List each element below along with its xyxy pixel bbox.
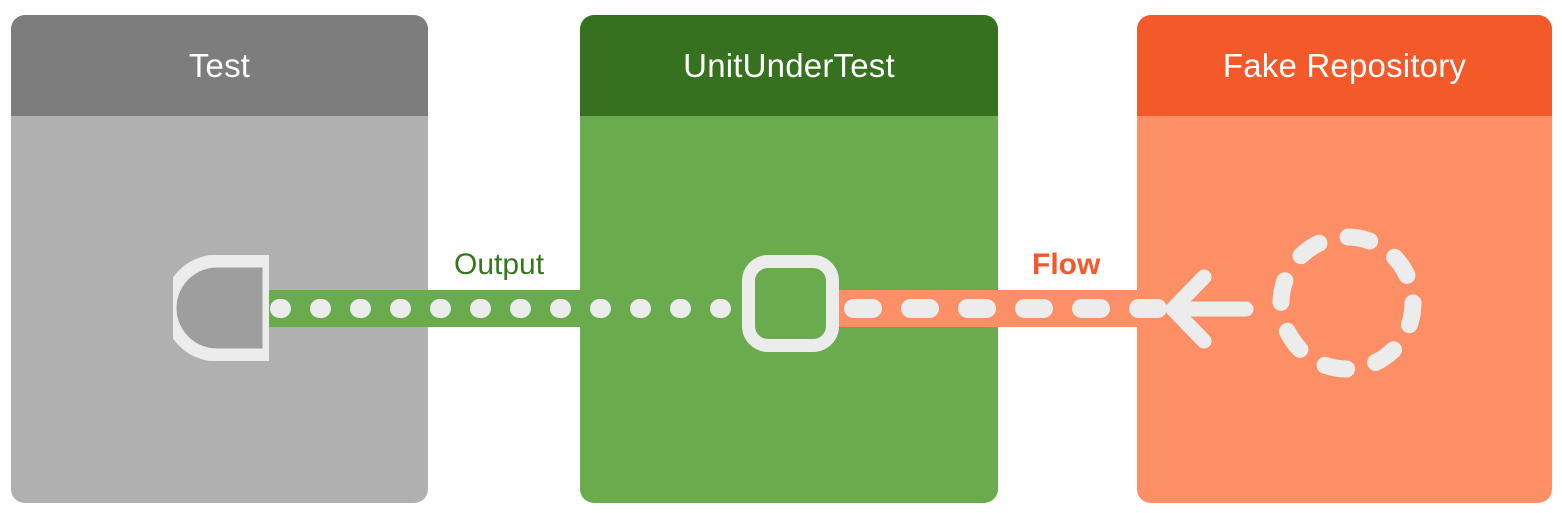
dash-segment <box>1129 299 1167 318</box>
dash-segment <box>1072 299 1110 318</box>
panel-fake-repository[interactable]: Fake Repository <box>1137 15 1552 503</box>
dash-dot <box>310 299 331 318</box>
connection-flow-bar <box>838 290 1198 327</box>
dash-dot <box>550 299 571 318</box>
socket-port-icon[interactable] <box>173 255 269 361</box>
dash-dot <box>670 299 691 318</box>
dash-dot <box>390 299 411 318</box>
dash-segment <box>1015 299 1053 318</box>
dash-segment <box>958 299 996 318</box>
square-port-icon[interactable] <box>742 255 839 352</box>
dash-segment <box>844 299 882 318</box>
panel-unit-under-test-header: UnitUnderTest <box>580 15 998 116</box>
panel-fake-repository-header: Fake Repository <box>1137 15 1552 116</box>
dash-dot <box>470 299 491 318</box>
dash-dot <box>350 299 371 318</box>
dash-dot <box>430 299 451 318</box>
panel-test-header: Test <box>11 15 428 116</box>
arrow-left-icon <box>1165 269 1254 349</box>
panel-unit-under-test-title: UnitUnderTest <box>683 47 895 84</box>
dash-segment <box>901 299 939 318</box>
dashed-circle-port-icon[interactable] <box>1262 218 1432 388</box>
dash-dot <box>270 299 291 318</box>
dash-dot <box>590 299 611 318</box>
panel-fake-repository-title: Fake Repository <box>1222 47 1467 84</box>
dash-dot <box>510 299 531 318</box>
dash-dot <box>630 299 651 318</box>
panel-test-title: Test <box>188 47 251 84</box>
connection-output-label: Output <box>448 248 551 282</box>
connection-flow-label: Flow <box>1026 248 1107 282</box>
dash-dot <box>710 299 731 318</box>
